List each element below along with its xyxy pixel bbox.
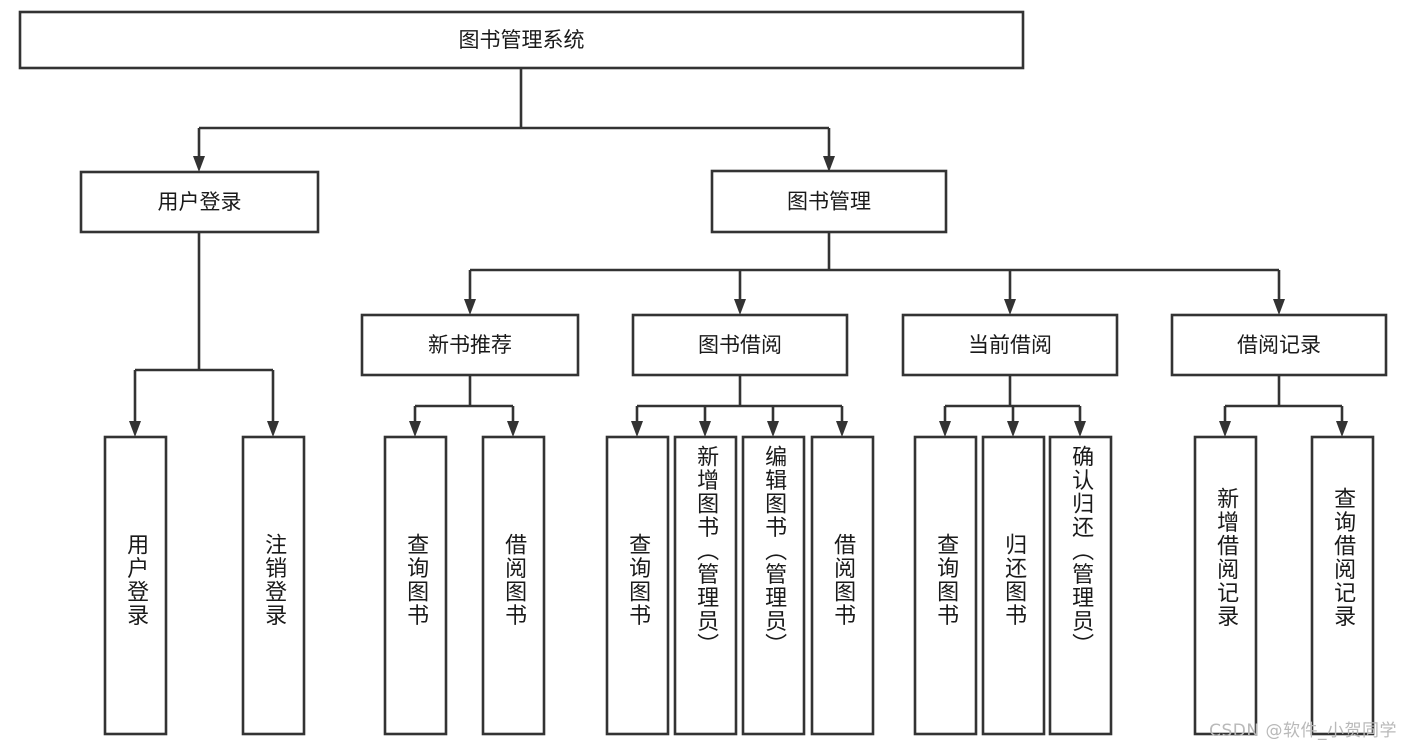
root-box-0[interactable] — [18, 10, 1025, 70]
group-2-arrowhead-0 — [631, 421, 643, 437]
root-to-level2-arrowhead-0 — [193, 156, 205, 172]
level2-label-0: 用户登录 — [158, 190, 242, 214]
level3-box-3[interactable] — [1170, 313, 1388, 377]
level3-label-2: 当前借阅 — [968, 333, 1052, 357]
leaf-box-3[interactable] — [481, 435, 546, 736]
group-2-arrowhead-3 — [836, 421, 848, 437]
leaf-box-0[interactable] — [103, 435, 168, 736]
root-to-level2-arrowhead-1 — [823, 156, 835, 172]
leaf-box-1[interactable] — [241, 435, 306, 736]
level3-box-0[interactable] — [360, 313, 580, 377]
leaf-box-6[interactable] — [741, 435, 806, 736]
leaf-box-10[interactable] — [1048, 435, 1113, 736]
level2-to-level3-arrowhead-3 — [1273, 299, 1285, 315]
leaf-box-8[interactable] — [913, 435, 978, 736]
leaf-box-5[interactable] — [673, 435, 738, 736]
watermark-text: CSDN @软件_小贺同学 — [1209, 721, 1397, 741]
root-label-0: 图书管理系统 — [459, 28, 585, 52]
group-1-arrowhead-0 — [409, 421, 421, 437]
leaf-box-4[interactable] — [605, 435, 670, 736]
level3-label-3: 借阅记录 — [1237, 333, 1321, 357]
level2-box-0[interactable] — [79, 170, 320, 234]
group-1-arrowhead-1 — [507, 421, 519, 437]
level3-label-0: 新书推荐 — [428, 333, 512, 357]
group-3-arrowhead-1 — [1007, 421, 1019, 437]
group-2-arrowhead-1 — [699, 421, 711, 437]
group-4-arrowhead-0 — [1219, 421, 1231, 437]
group-0-arrowhead-1 — [267, 421, 279, 437]
level2-box-1[interactable] — [710, 169, 948, 234]
leaf-box-2[interactable] — [383, 435, 448, 736]
level2-label-1: 图书管理 — [787, 190, 871, 214]
leaf-box-9[interactable] — [981, 435, 1046, 736]
node-box-layer — [18, 10, 1388, 736]
leaf-box-7[interactable] — [810, 435, 875, 736]
group-3-arrowhead-2 — [1074, 421, 1086, 437]
group-0-arrowhead-0 — [129, 421, 141, 437]
leaf-box-11[interactable] — [1193, 435, 1258, 736]
level2-to-level3-arrowhead-0 — [464, 299, 476, 315]
leaf-box-12[interactable] — [1310, 435, 1375, 736]
group-2-arrowhead-2 — [767, 421, 779, 437]
level2-to-level3-arrowhead-2 — [1004, 299, 1016, 315]
level3-box-1[interactable] — [631, 313, 849, 377]
group-3-arrowhead-0 — [939, 421, 951, 437]
level3-label-1: 图书借阅 — [698, 333, 782, 357]
level2-to-level3-arrowhead-1 — [734, 299, 746, 315]
group-4-arrowhead-1 — [1336, 421, 1348, 437]
connector-layer — [129, 68, 1348, 437]
level3-box-2[interactable] — [901, 313, 1119, 377]
